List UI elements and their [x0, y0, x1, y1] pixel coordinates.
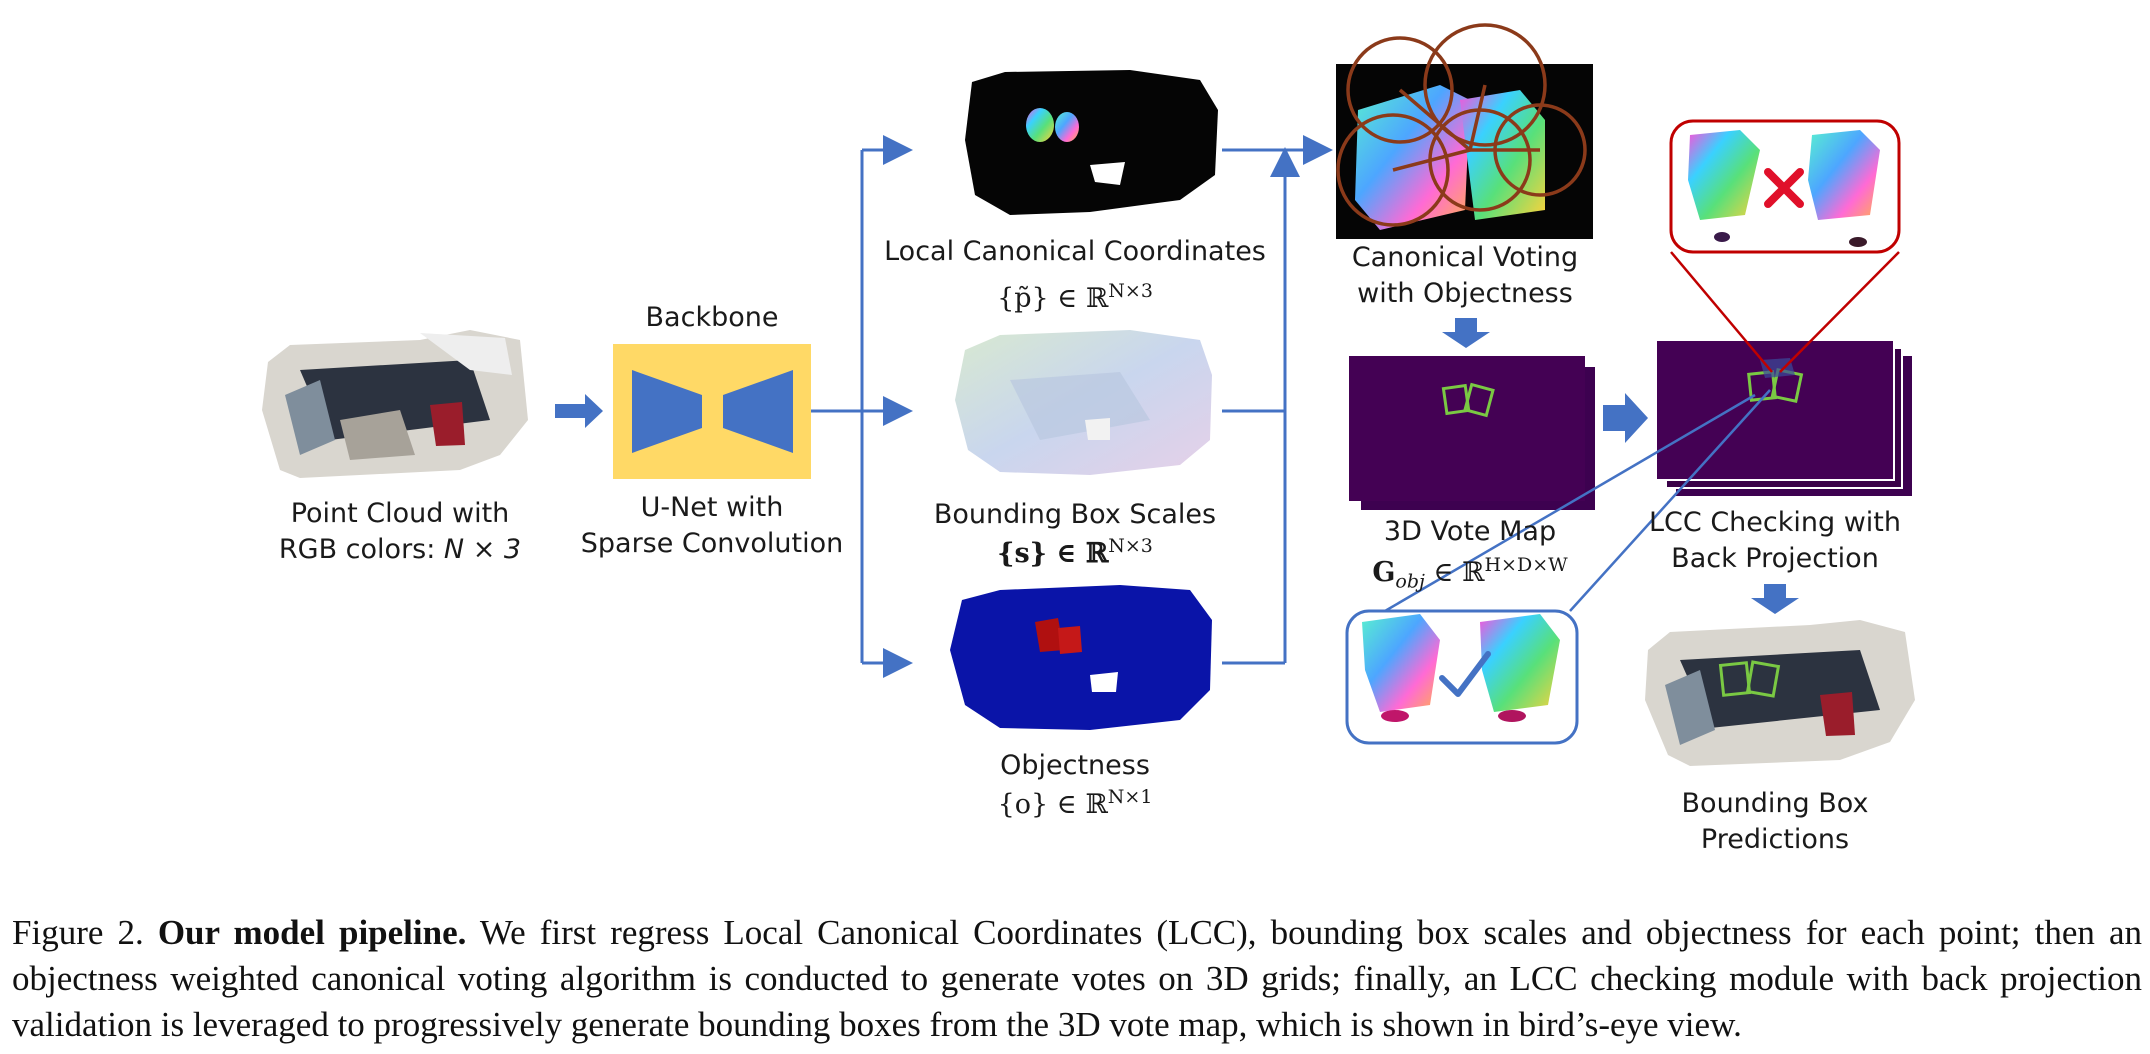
- canonical-voting-image: [1336, 23, 1593, 239]
- arrow-votemap-to-check: [1603, 393, 1648, 443]
- objectness-math-sup: N×1: [1107, 786, 1153, 808]
- input-label-line2-text: RGB colors:: [278, 534, 444, 565]
- backbone-block: [613, 344, 811, 479]
- input-label-line1: Point Cloud with: [290, 498, 510, 529]
- scales-label: Bounding Box Scales: [933, 499, 1217, 530]
- caption-bold: Our model pipeline.: [157, 913, 467, 952]
- arrow-check-to-predictions: [1751, 584, 1799, 614]
- arrow-input-to-backbone: [555, 394, 603, 428]
- lcc-check-label-line2: Back Projection: [1671, 543, 1879, 574]
- accept-callout: [1345, 389, 1771, 745]
- backbone-label-line1: U-Net with: [640, 492, 784, 523]
- vote-map-math-sup: H×D×W: [1484, 554, 1568, 576]
- scales-math: {s} ∈ ℝN×3: [880, 529, 1270, 571]
- input-point-cloud-image: [262, 330, 528, 478]
- caption-text: We first regress Local Canonical Coordin…: [12, 913, 2142, 1044]
- voting-label-line1: Canonical Voting: [1351, 242, 1579, 273]
- predictions-point-cloud-image: [1645, 620, 1915, 766]
- predictions-label-line1: Bounding Box: [1681, 788, 1869, 819]
- lcc-check-map-stack: [1655, 339, 1912, 496]
- backbone-title: Backbone: [645, 302, 779, 333]
- input-label-line2: RGB colors: N × 3: [270, 532, 530, 568]
- input-label-math: N × 3: [443, 534, 522, 565]
- input-label: Point Cloud with RGB colors: N × 3: [270, 496, 530, 568]
- reject-callout: [1669, 119, 1901, 373]
- vote-map-math: Gobj ∈ ℝH×D×W: [1330, 548, 1610, 598]
- scales-point-cloud-image: [955, 330, 1212, 475]
- arrow-voting-to-votemap: [1442, 318, 1490, 348]
- backbone-label-line2: Sparse Convolution: [580, 528, 844, 559]
- lcc-math-sup: N×3: [1108, 280, 1153, 302]
- voting-label-line2: with Objectness: [1357, 278, 1573, 309]
- vote-map-math-rest: ∈ ℝ: [1424, 557, 1485, 588]
- backbone-label: U-Net with Sparse Convolution: [580, 490, 844, 562]
- vote-map-math-sub: obj: [1395, 570, 1425, 593]
- objectness-math: {o} ∈ ℝN×1: [880, 780, 1270, 822]
- figure-caption: Figure 2. Our model pipeline. We first r…: [12, 910, 2142, 1048]
- pipeline-diagram: [262, 23, 1915, 766]
- caption-prefix: Figure 2.: [12, 913, 158, 952]
- lcc-check-label-line1: LCC Checking with: [1648, 507, 1901, 538]
- predictions-label-line2: Predictions: [1700, 824, 1850, 855]
- pipeline-figure: Point Cloud with RGB colors: N × 3 Backb…: [262, 23, 1915, 858]
- voting-label: Canonical Voting with Objectness: [1320, 240, 1610, 312]
- lcc-label: Local Canonical Coordinates: [884, 236, 1266, 267]
- lcc-math-text: {p̃} ∈ ℝ: [997, 283, 1109, 314]
- vote-map-math-base: G: [1372, 557, 1396, 588]
- lcc-math: {p̃} ∈ ℝN×3: [880, 274, 1270, 316]
- objectness-label: Objectness: [1000, 750, 1150, 781]
- join-arrows: [1222, 135, 1333, 665]
- predictions-label: Bounding Box Predictions: [1640, 786, 1910, 858]
- objectness-point-cloud-image: [950, 585, 1212, 730]
- objectness-math-text: {o} ∈ ℝ: [997, 789, 1108, 820]
- vote-map-label: 3D Vote Map: [1383, 516, 1557, 547]
- branch-arrows: [811, 135, 913, 678]
- vote-map-stack: [1348, 355, 1597, 512]
- scales-math-sup: N×3: [1108, 535, 1153, 557]
- scales-math-text: {s} ∈ ℝ: [997, 538, 1109, 569]
- lcc-point-cloud-image: [965, 70, 1218, 215]
- lcc-check-label: LCC Checking with Back Projection: [1640, 505, 1910, 577]
